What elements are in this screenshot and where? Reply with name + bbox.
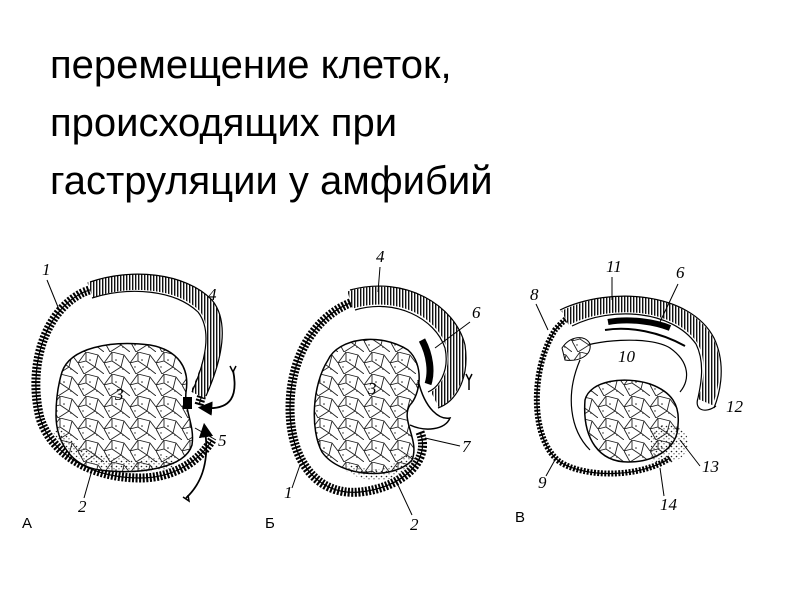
panel-c-label-10: 10 — [618, 347, 636, 366]
panel-a-arrow-upper — [197, 369, 236, 416]
panel-b: 4 6 3 7 1 2 Б — [265, 247, 481, 534]
panel-b-label-4: 4 — [376, 247, 385, 266]
panel-b-label-1: 1 — [284, 483, 293, 502]
title-line-1: перемещение клеток, — [50, 43, 452, 87]
panel-b-label-6: 6 — [472, 303, 481, 322]
panel-b-striped-layer — [347, 286, 466, 409]
panel-c-label-8: 8 — [530, 285, 539, 304]
panel-b-vegetal-dots — [345, 452, 418, 481]
panel-c-label-6: 6 — [676, 263, 685, 282]
panel-a-label-1: 1 — [42, 260, 51, 279]
title-line-3: гаструляции у амфибий — [50, 159, 493, 203]
panel-a-label-3: 3 — [114, 385, 124, 404]
panel-b-letter: Б — [265, 515, 275, 532]
panel-c-lateral-cells — [561, 337, 591, 361]
panel-c-vegetal-dots — [650, 425, 689, 464]
panel-a-label-2: 2 — [78, 497, 87, 516]
title-line-2: происходящих при — [50, 101, 398, 145]
panel-c-label-13: 13 — [702, 457, 719, 476]
panel-a-arrow-lower — [185, 422, 214, 499]
panel-c-label-14: 14 — [660, 495, 678, 514]
panel-b-fold — [409, 379, 452, 430]
panel-b-label-3: 3 — [367, 379, 377, 398]
panel-a-label-5: 5 — [218, 431, 227, 450]
panel-c: 8 11 6 10 12 9 13 14 В — [515, 257, 744, 526]
slide-title: перемещение клеток, происходящих при гас… — [50, 36, 493, 210]
panel-b-label-7: 7 — [462, 437, 472, 456]
panel-a: 1 4 3 5 2 А — [22, 260, 237, 532]
panel-c-archenteron — [574, 339, 688, 393]
panel-a-striped-layer — [87, 274, 223, 399]
panel-a-vegetal-dots — [52, 428, 175, 472]
panel-c-label-11: 11 — [606, 257, 622, 276]
panel-c-notochord — [607, 317, 672, 331]
panel-b-yolk-mass — [313, 338, 420, 475]
panel-a-lip — [183, 397, 192, 409]
panel-c-label-9: 9 — [538, 473, 547, 492]
panel-a-label-4: 4 — [208, 285, 217, 304]
panel-a-letter: А — [22, 515, 32, 532]
panel-b-label-2: 2 — [410, 515, 419, 534]
panel-c-striped-layer — [561, 296, 720, 406]
panel-a-yolk-mass — [55, 342, 194, 473]
panel-c-label-12: 12 — [726, 397, 744, 416]
panel-b-band-6 — [418, 338, 434, 386]
panel-c-letter: В — [515, 509, 525, 526]
